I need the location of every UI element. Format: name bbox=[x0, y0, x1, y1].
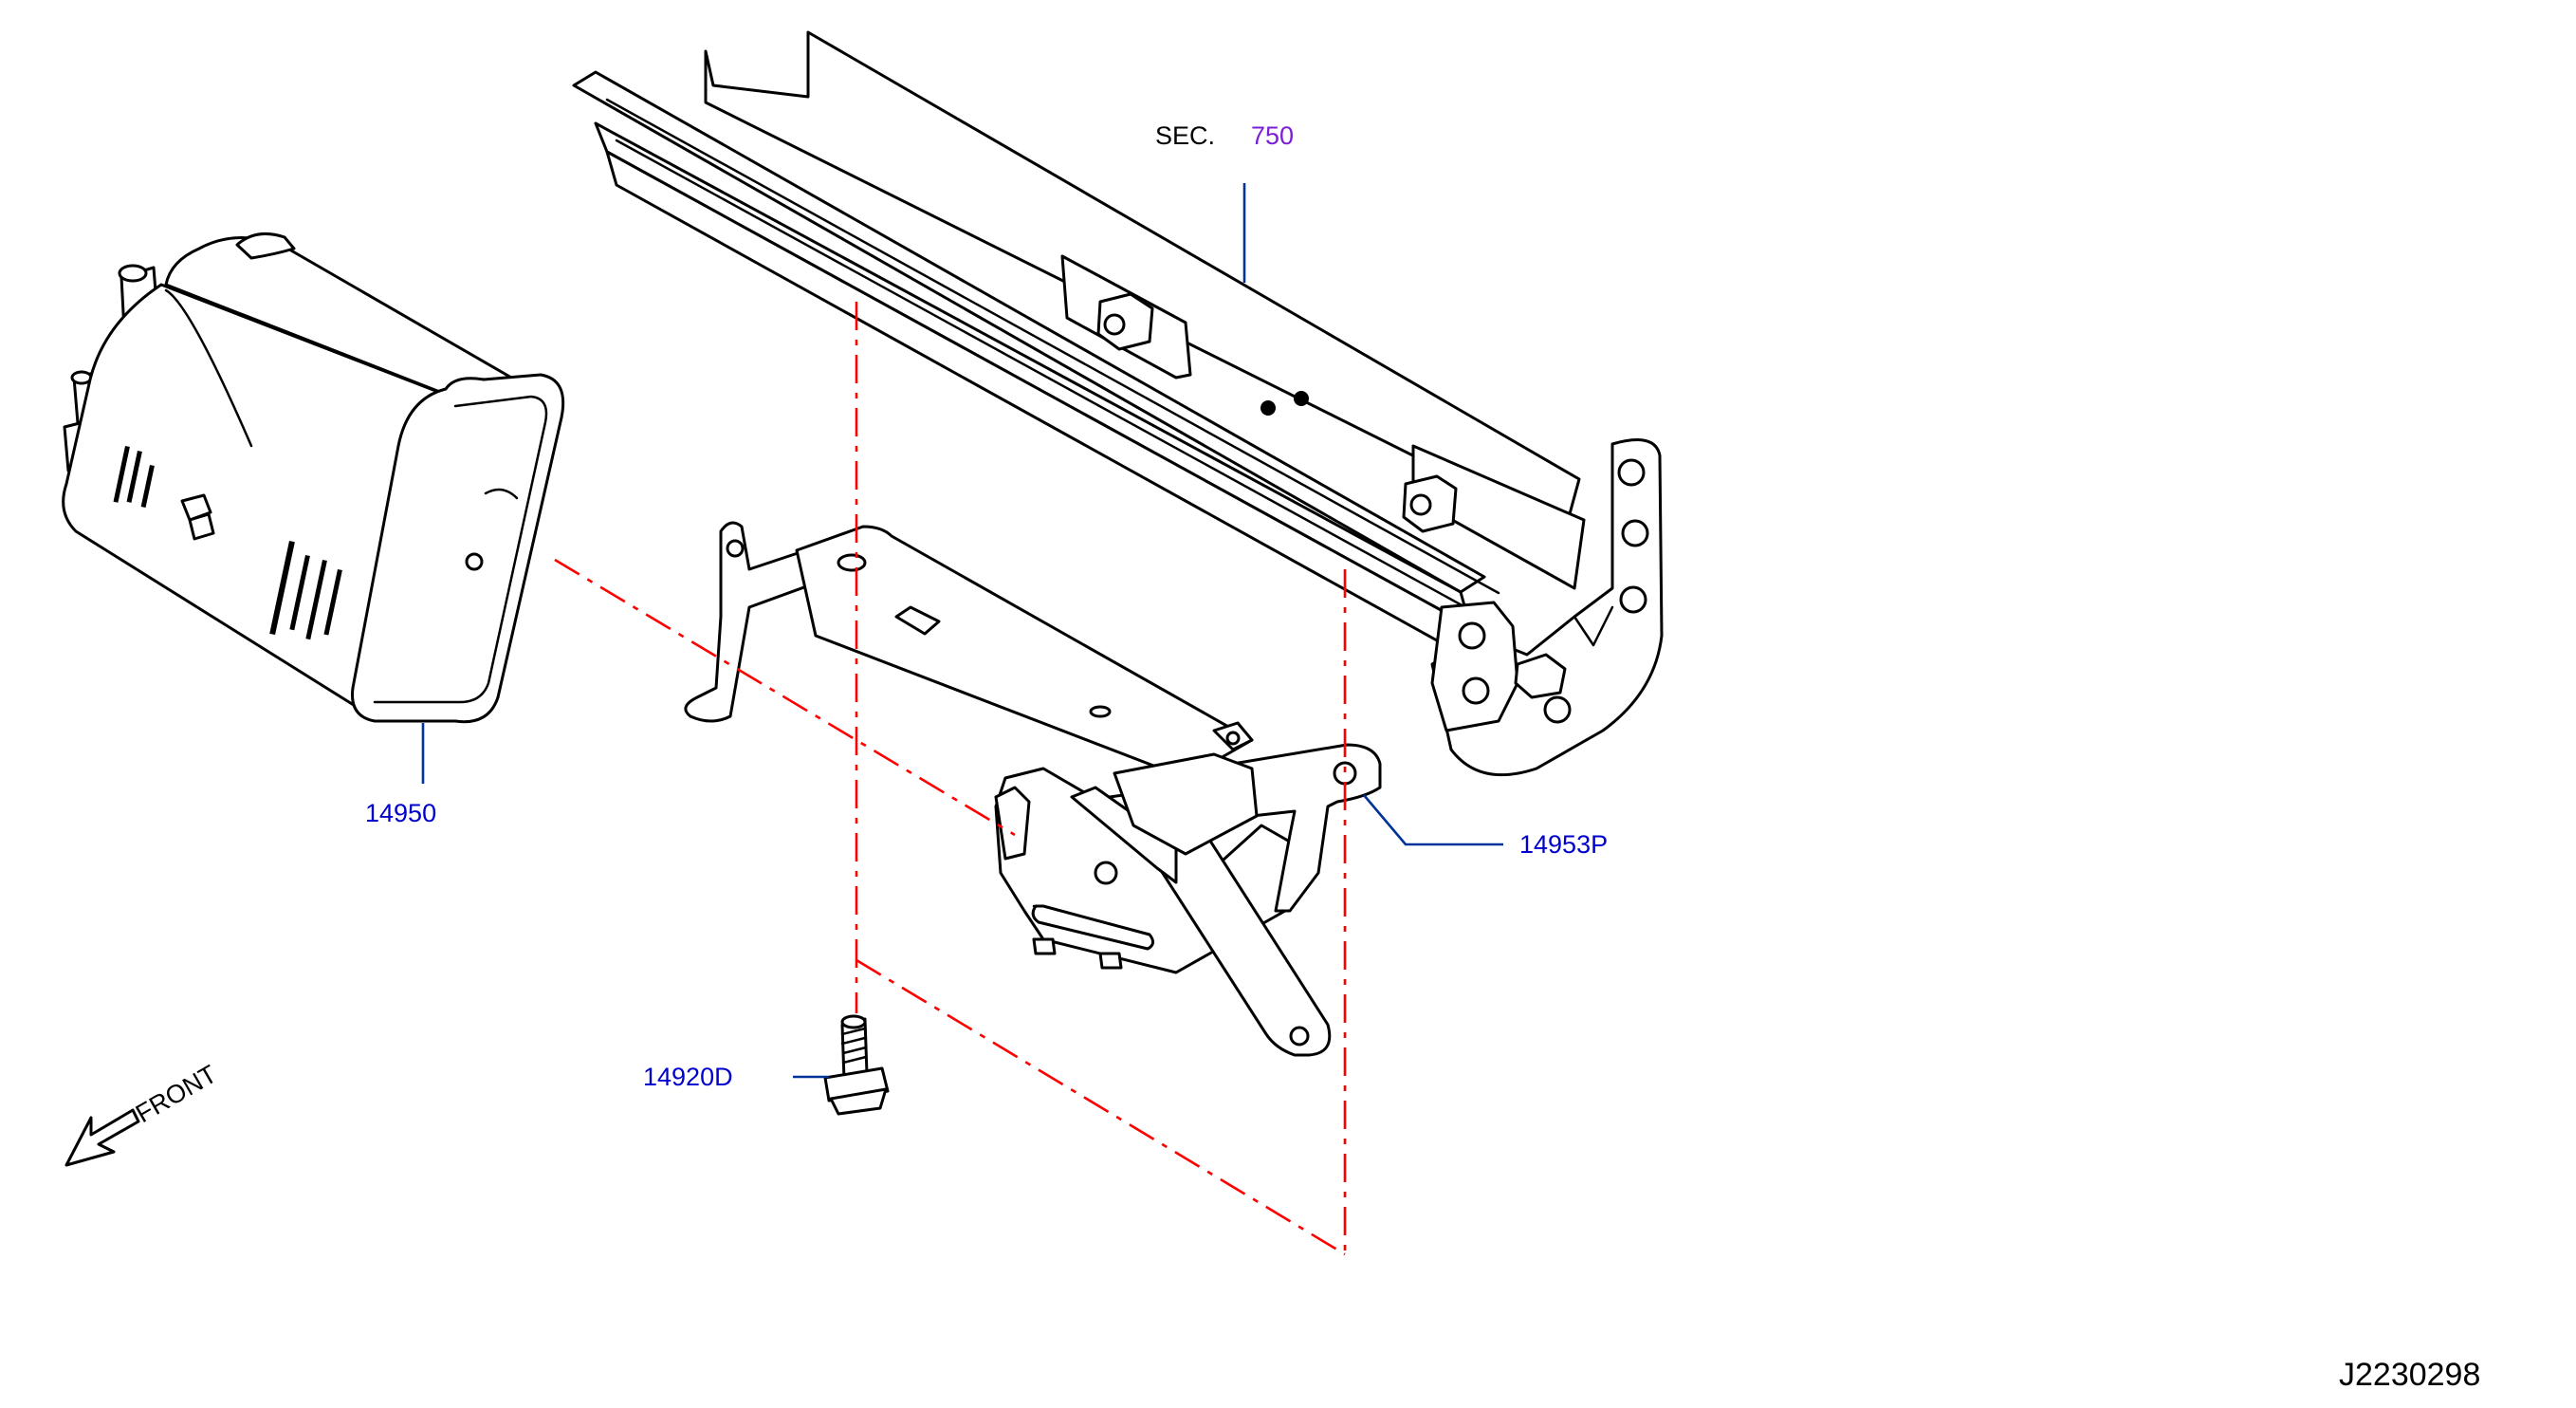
part-number-14953p[interactable]: 14953P bbox=[1519, 830, 1608, 859]
section-prefix: SEC. bbox=[1155, 121, 1215, 150]
canister-label-marks bbox=[113, 445, 342, 640]
part-number-14950[interactable]: 14950 bbox=[365, 799, 436, 827]
assembly-lines bbox=[554, 302, 1347, 1256]
bolt bbox=[823, 1014, 890, 1116]
evap-canister bbox=[62, 232, 565, 724]
front-arrow-icon bbox=[64, 1108, 140, 1167]
front-label: FRONT bbox=[131, 1060, 222, 1128]
diagram-id: J2230298 bbox=[2339, 1357, 2480, 1393]
leader-lines bbox=[421, 183, 1503, 1079]
section-number-link[interactable]: 750 bbox=[1251, 121, 1294, 150]
part-number-14920d[interactable]: 14920D bbox=[643, 1063, 733, 1091]
side-member-frame bbox=[572, 30, 1664, 777]
canister-bracket bbox=[684, 521, 1382, 1057]
